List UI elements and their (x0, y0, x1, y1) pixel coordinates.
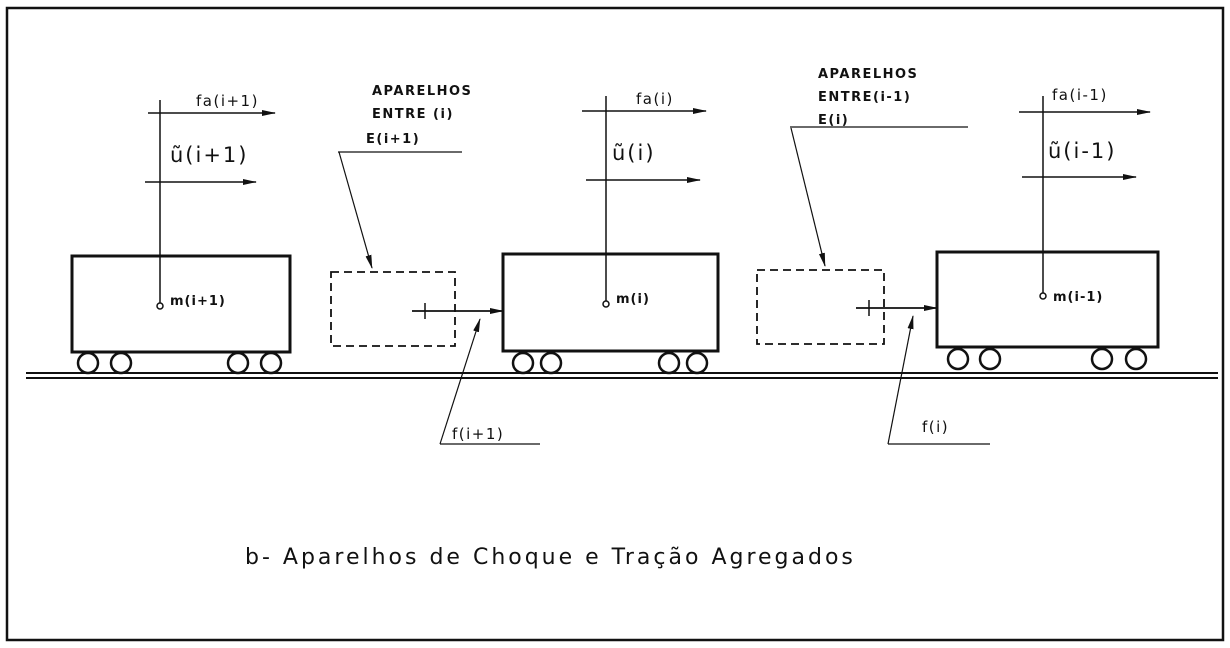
rail-track (26, 372, 1218, 379)
wagon-body (935, 250, 1160, 349)
fa-label: fa(i) (636, 90, 674, 108)
fa-label: fa(i-1) (1052, 86, 1108, 104)
u-label: ũ(i-1) (1048, 139, 1116, 163)
device-box (756, 269, 885, 345)
force-label: f(i) (922, 418, 949, 436)
device-label-line2: ENTRE(i-1) (818, 90, 911, 105)
mass-point (156, 302, 164, 310)
leader-line (338, 151, 373, 269)
wheel-set (76, 351, 283, 375)
mass-point (602, 300, 610, 308)
device-label-line3: E(i+1) (366, 132, 420, 147)
u-label: ũ(i) (612, 141, 656, 165)
force-leader (439, 318, 481, 445)
wheel-set (946, 347, 1148, 371)
wagon-i-plus-1: m(i+1) fa(i+1) ũ(i+1) (70, 92, 292, 375)
leader-line (790, 127, 826, 267)
device-label-line3: E(i) (818, 113, 849, 128)
mass-label: m(i+1) (170, 294, 226, 309)
device-label-line2: ENTRE (i) (372, 107, 454, 122)
u-label: ũ(i+1) (170, 143, 249, 167)
coupling-device-i-minus-1-i: APARELHOS ENTRE(i-1) E(i) f(i) (756, 67, 990, 445)
mass-label: m(i) (616, 292, 650, 307)
mass-point (1039, 292, 1047, 300)
wagon-body (70, 254, 292, 354)
device-box (330, 271, 456, 347)
device-label-line1: APARELHOS (372, 84, 472, 99)
figure-caption: b- Aparelhos de Choque e Tração Agregado… (245, 545, 856, 570)
fa-label: fa(i+1) (196, 92, 259, 110)
force-label: f(i+1) (452, 425, 504, 443)
wagon-body (501, 252, 720, 353)
wagon-i: m(i) fa(i) ũ(i) (501, 90, 720, 375)
figure-frame (5, 6, 1225, 642)
mass-label: m(i-1) (1053, 290, 1103, 305)
wheel-set (511, 351, 709, 375)
coupling-device-i-i-plus-1: APARELHOS ENTRE (i) E(i+1) f(i+1) (330, 84, 540, 445)
force-leader (887, 315, 914, 445)
device-label-line1: APARELHOS (818, 67, 918, 82)
wagon-i-minus-1: m(i-1) fa(i-1) ũ(i-1) (935, 86, 1160, 371)
